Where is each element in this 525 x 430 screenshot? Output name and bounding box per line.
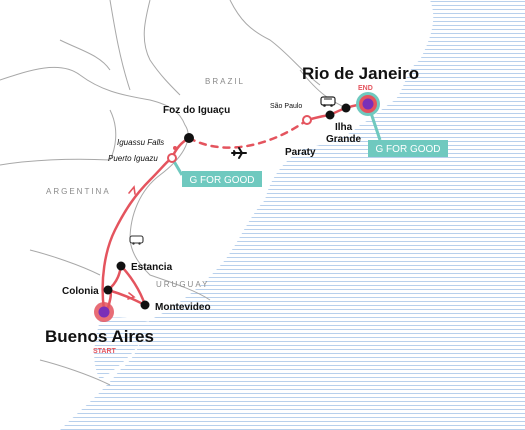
marker-estancia	[116, 261, 126, 271]
place-label-estancia: Estancia	[131, 262, 173, 273]
route-buenos-aires-estancia-loop	[101, 156, 174, 312]
g-for-good-label-iguazu: G FOR GOOD	[190, 175, 255, 186]
place-label-foz: Foz do Iguaçu	[163, 105, 230, 116]
country-label-argentina: ARGENTINA	[46, 187, 111, 196]
marker-colonia	[103, 285, 113, 295]
place-tag-start: START	[93, 348, 117, 355]
place-tag-end: END	[358, 85, 373, 92]
route-flight-foz-sao-paulo	[187, 118, 309, 149]
marker-iguassu-falls	[173, 146, 177, 150]
ocean	[60, 0, 525, 430]
place-label-buenos-aires: Buenos Aires	[45, 327, 154, 346]
direction-arrow	[128, 185, 136, 195]
marker-ilha-grande	[341, 103, 351, 113]
marker-rio-inner	[362, 98, 374, 110]
plane-icon	[231, 147, 247, 159]
marker-sao-paulo	[302, 115, 312, 125]
place-label-colonia: Colonia	[62, 286, 99, 297]
country-label-uruguay: URUGUAY	[156, 280, 209, 289]
place-label-ilha: Ilha	[335, 122, 353, 133]
g-for-good-badge-iguazu: G FOR GOOD	[170, 157, 262, 187]
marker-puerto-iguazu	[167, 153, 177, 163]
place-label-iguassu-falls: Iguassu Falls	[117, 138, 164, 147]
marker-paraty	[325, 110, 335, 120]
place-label-sao-paulo: São Paulo	[270, 103, 302, 110]
place-label-puerto-iguazu: Puerto Iguazu	[108, 154, 158, 163]
place-label-rio: Rio de Janeiro	[302, 64, 419, 83]
bus-icon-2	[129, 235, 144, 245]
direction-arrow-2	[127, 292, 136, 300]
marker-foz	[184, 133, 194, 143]
stop-markers	[94, 92, 380, 322]
country-label-brazil: BRAZIL	[205, 77, 245, 86]
place-label-grande: Grande	[326, 134, 361, 145]
place-label-montevideo: Montevideo	[155, 302, 211, 313]
marker-montevideo	[140, 300, 150, 310]
place-label-paraty: Paraty	[285, 147, 316, 158]
marker-buenos-aires-inner	[98, 306, 110, 318]
bus-icon	[320, 96, 336, 107]
g-for-good-label-rio: G FOR GOOD	[376, 144, 441, 155]
rio-de-la-plata	[94, 317, 150, 380]
